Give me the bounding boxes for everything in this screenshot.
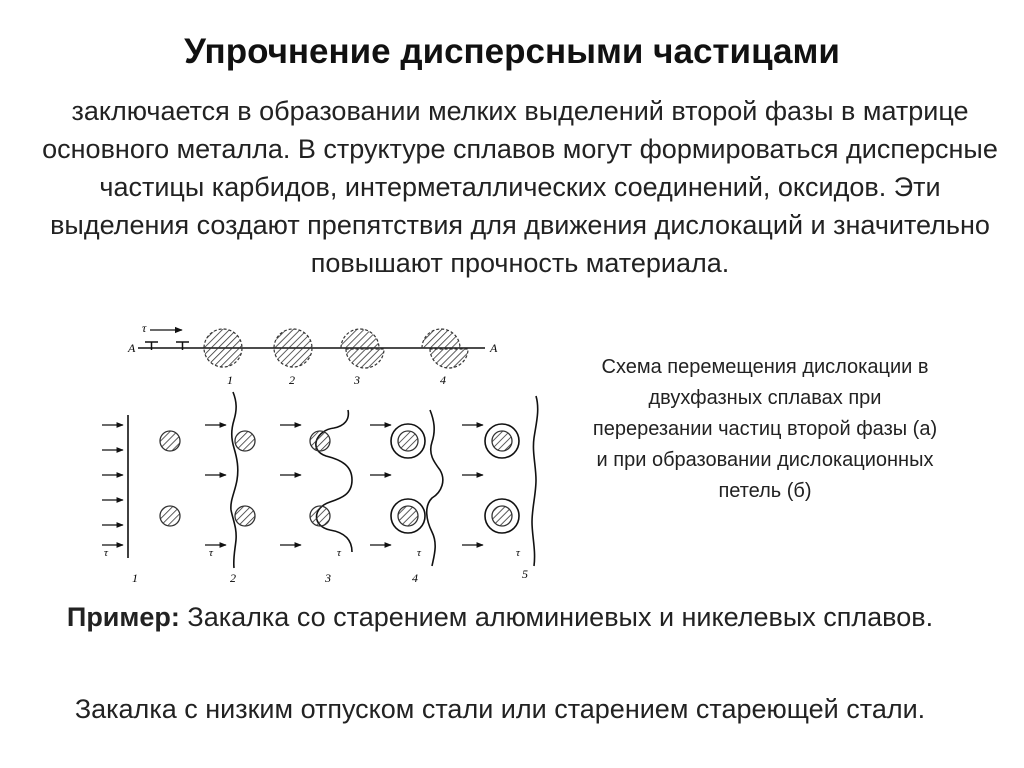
example-paragraph-2: Закалка с низким отпуском стали или стар… (74, 694, 926, 724)
particle-stage-2 (273, 328, 313, 368)
svg-text:τ: τ (337, 547, 342, 559)
bottom-stage-label: 5 (522, 567, 528, 581)
bottom-stage-5: τ 5 (462, 395, 539, 581)
top-stage-label: 3 (353, 373, 360, 387)
stress-label-top: τ (142, 321, 147, 335)
dislocation-figure: τ A A (90, 320, 560, 590)
top-stage-label: 2 (289, 373, 295, 387)
top-stage-label: 4 (440, 373, 446, 387)
figure-part-a: τ A A (127, 321, 498, 387)
example-text: Закалка со старением алюминиевых и никел… (179, 602, 934, 632)
bottom-stage-label: 1 (132, 571, 138, 585)
bottom-stage-label: 3 (324, 571, 331, 585)
slide-title: Упрочнение дисперсными частицами (184, 32, 840, 71)
svg-text:τ: τ (516, 547, 521, 559)
particle-stage-3 (340, 328, 385, 369)
svg-text:τ: τ (104, 547, 109, 559)
marker-a-left: A (127, 341, 136, 355)
top-stage-label: 1 (227, 373, 233, 387)
dislocation-symbol (145, 341, 158, 350)
dislocation-diagram: τ A A (102, 321, 539, 585)
bottom-stage-3: τ 3 (280, 409, 353, 585)
particle-stage-4 (421, 328, 469, 369)
example-paragraph: Пример: Закалка со старением алюминиевых… (50, 598, 950, 636)
particle-stage-1 (203, 328, 243, 368)
bottom-stage-4: τ 4 (370, 409, 444, 585)
intro-paragraph: заключается в образовании мелких выделен… (42, 96, 998, 278)
example-label: Пример: (66, 602, 180, 632)
svg-text:τ: τ (417, 547, 422, 559)
figure-caption: Схема перемещения дислокации в двухфазны… (592, 356, 938, 502)
bottom-stage-2: τ 2 (205, 391, 256, 585)
bottom-stage-label: 4 (412, 571, 418, 585)
figure-part-b: τ 1 τ 2 τ (102, 391, 539, 585)
marker-a-right: A (489, 341, 498, 355)
bottom-stage-label: 2 (230, 571, 236, 585)
dislocation-symbol (176, 341, 189, 350)
svg-text:τ: τ (209, 547, 214, 559)
bottom-stage-1: τ 1 (102, 415, 181, 585)
